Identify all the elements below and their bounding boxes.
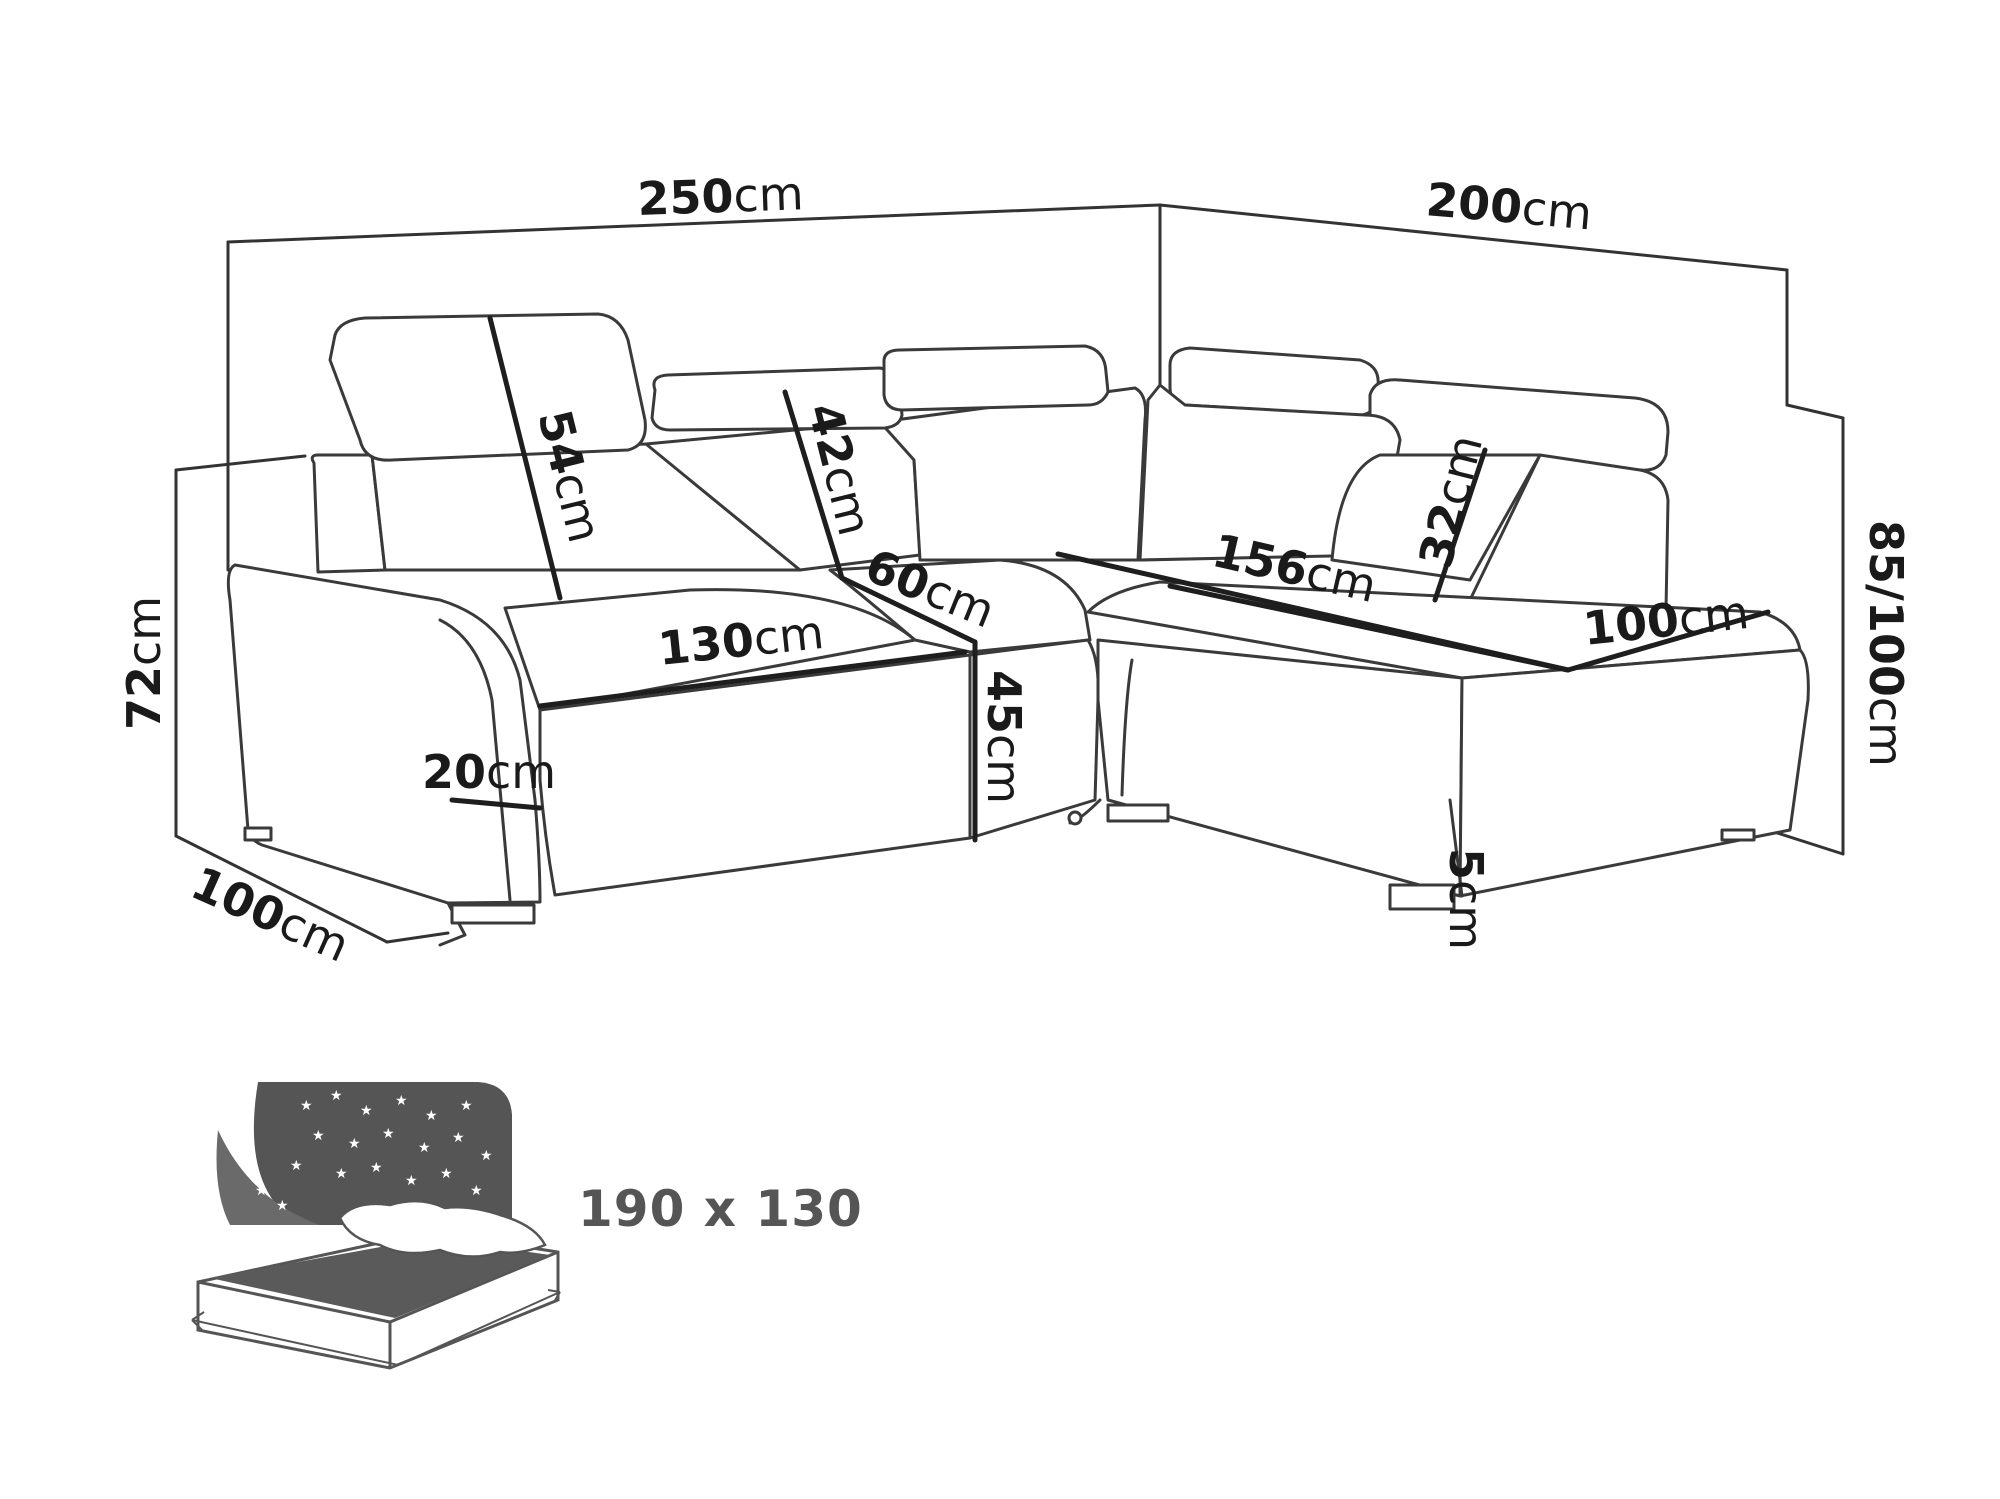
inner-dimension-lines — [449, 315, 1771, 843]
svg-text:★: ★ — [300, 1098, 313, 1114]
svg-text:★: ★ — [425, 1108, 438, 1124]
svg-text:★: ★ — [405, 1173, 418, 1189]
label-leg-height: 5cm — [1439, 848, 1493, 950]
svg-text:★: ★ — [460, 1098, 473, 1114]
svg-text:★: ★ — [395, 1093, 408, 1109]
svg-text:★: ★ — [312, 1128, 325, 1144]
svg-text:★: ★ — [418, 1140, 431, 1156]
dimension-frame — [174, 203, 1845, 944]
svg-text:★: ★ — [255, 1183, 268, 1199]
svg-text:★: ★ — [452, 1130, 465, 1146]
svg-text:★: ★ — [480, 1148, 493, 1164]
svg-text:★: ★ — [276, 1198, 289, 1214]
label-corner-height: 85/100cm — [1859, 520, 1913, 767]
star-icon: ★★★ ★★★ ★★★ ★★★ ★★★ ★★★ ★★★ — [240, 1088, 493, 1214]
svg-text:★: ★ — [330, 1088, 343, 1104]
svg-text:★: ★ — [470, 1183, 483, 1199]
sofa-illustration — [226, 312, 1810, 947]
svg-text:★: ★ — [382, 1126, 395, 1142]
svg-text:★: ★ — [335, 1166, 348, 1182]
svg-text:★: ★ — [348, 1136, 361, 1152]
svg-text:★: ★ — [370, 1160, 383, 1176]
bed-size-label: 190 x 130 — [578, 1180, 863, 1238]
label-total-width: 250cm — [636, 166, 804, 226]
label-height: 72cm — [117, 596, 171, 730]
svg-text:★: ★ — [440, 1166, 453, 1182]
label-seat-height: 45cm — [977, 670, 1031, 804]
sofa-bed-icon: ★★★ ★★★ ★★★ ★★★ ★★★ ★★★ ★★★ — [191, 1082, 561, 1370]
pillow-icon — [338, 1199, 547, 1258]
label-chaise-width: 100cm — [1581, 585, 1752, 656]
svg-text:★: ★ — [290, 1158, 303, 1174]
label-armrest-width: 20cm — [422, 745, 556, 799]
label-depth: 100cm — [184, 856, 358, 973]
label-seat-width: 130cm — [656, 605, 827, 676]
svg-text:★: ★ — [360, 1103, 373, 1119]
svg-text:★: ★ — [240, 1153, 253, 1169]
label-side-width: 200cm — [1424, 172, 1594, 240]
